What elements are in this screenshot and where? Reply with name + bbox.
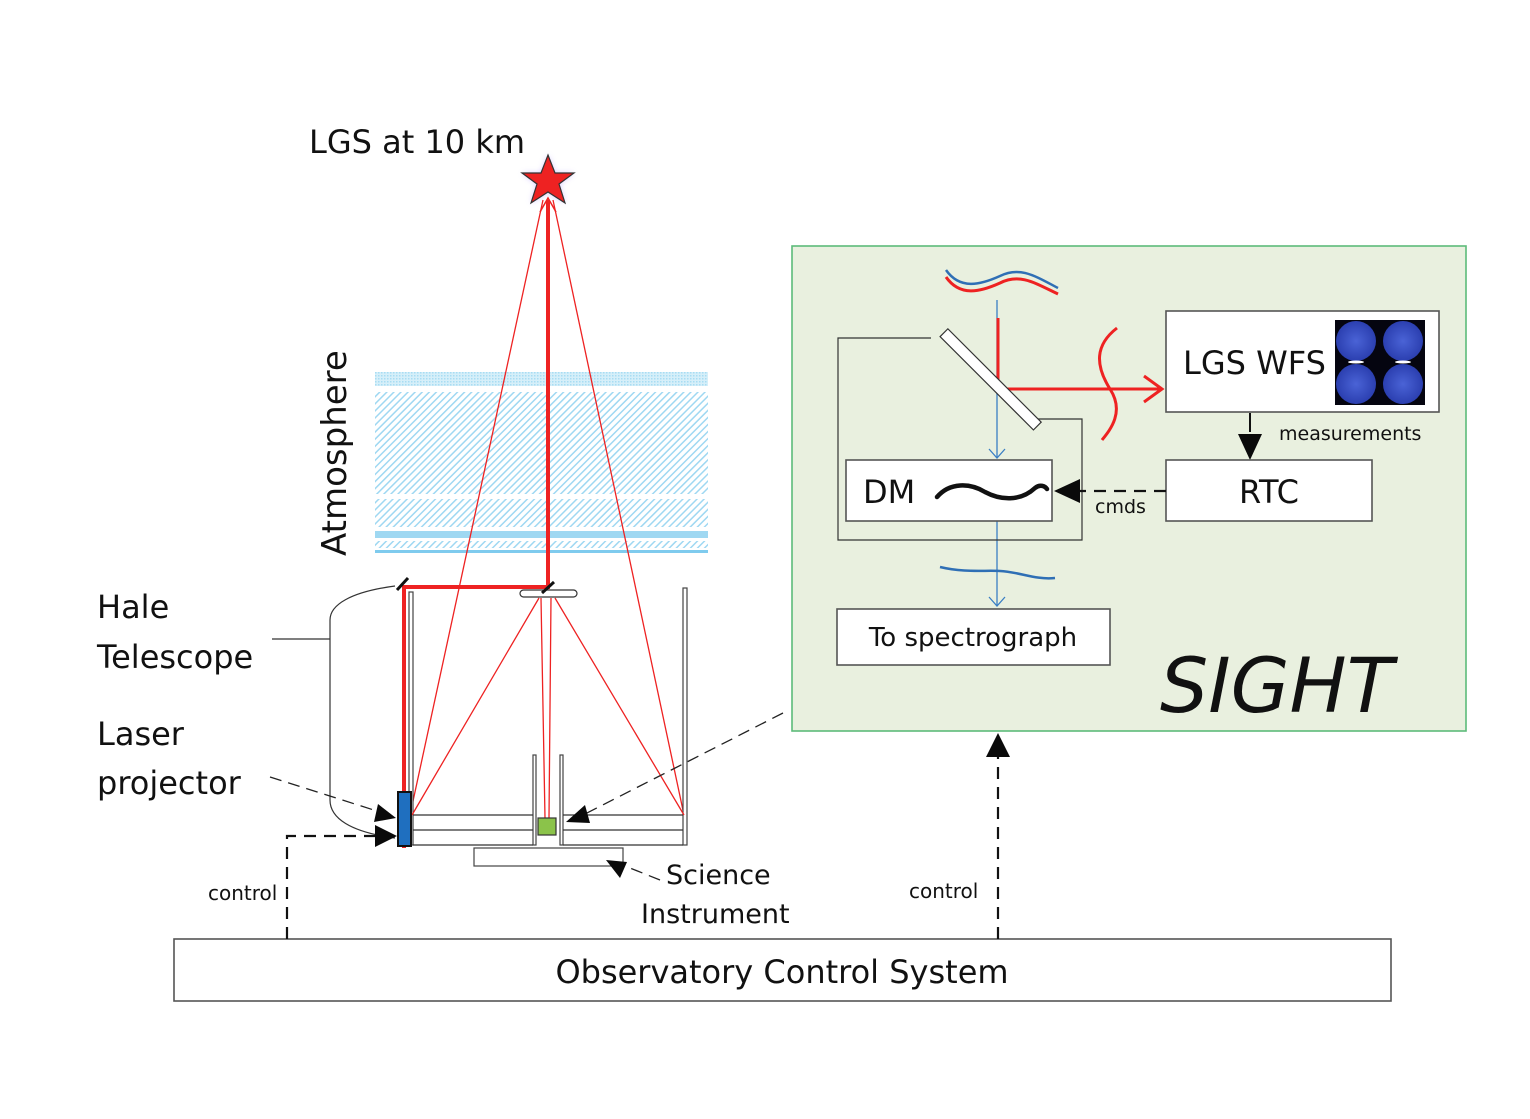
- wfs-label: LGS WFS: [1183, 344, 1326, 382]
- hale-telescope: [395, 576, 688, 867]
- spectrograph-box: [836, 608, 1111, 666]
- sight-pointer-arrowhead: [566, 805, 590, 823]
- laser-projector: [397, 791, 412, 847]
- wfs-spots-image: [1335, 320, 1425, 405]
- fold-mirror-secondary: [540, 580, 556, 595]
- control-right-arrowhead: [986, 733, 1010, 757]
- dm-surface-icon: [934, 483, 1050, 501]
- atmosphere-layers: [375, 372, 708, 553]
- science-label-2: Instrument: [641, 899, 790, 930]
- laser-beam-path: [402, 196, 685, 848]
- laser-guide-star-icon: [520, 153, 576, 205]
- wavefront-laser-in: [944, 276, 1059, 296]
- control-line-left: [285, 834, 378, 939]
- wavefront-corrected: [939, 565, 1056, 580]
- secondary-mirror: [519, 589, 578, 598]
- cmds-label: cmds: [1095, 496, 1146, 518]
- wavefront-laser-out: [1098, 326, 1118, 441]
- dichroic-beamsplitter: [939, 327, 1043, 431]
- ocs-label: Observatory Control System: [555, 953, 1008, 991]
- observatory-control-system-box: [173, 938, 1392, 1002]
- science-label-arrowhead: [606, 860, 627, 878]
- wavefront-science-in: [944, 269, 1059, 290]
- laser-label-arrowhead: [374, 804, 396, 822]
- lgs-label: LGS at 10 km: [309, 123, 525, 161]
- science-instrument-box: [473, 847, 624, 867]
- measurements-label: measurements: [1279, 423, 1421, 445]
- laser-label-2: projector: [97, 764, 242, 802]
- atmosphere-label: Atmosphere: [315, 350, 355, 556]
- sight-title: SIGHT: [1160, 641, 1399, 730]
- sight-panel: LGS WFS measurements RTC cmds DM To spec…: [791, 245, 1467, 732]
- laser-label-1: Laser: [97, 715, 185, 753]
- rtc-label: RTC: [1239, 473, 1299, 511]
- hale-bracket: [329, 585, 396, 839]
- control-label-right: control: [909, 879, 978, 903]
- spectrograph-label: To spectrograph: [868, 623, 1077, 653]
- rtc-box: [1165, 459, 1373, 522]
- fold-mirror-side: [395, 576, 410, 592]
- hale-label-1: Hale: [97, 588, 169, 626]
- control-left-arrowhead: [375, 825, 397, 847]
- control-label-left: control: [208, 881, 277, 905]
- hale-label-2: Telescope: [96, 638, 253, 676]
- dm-label: DM: [863, 473, 915, 511]
- science-label-1: Science: [666, 860, 771, 891]
- sight-pickoff-box: [537, 817, 557, 836]
